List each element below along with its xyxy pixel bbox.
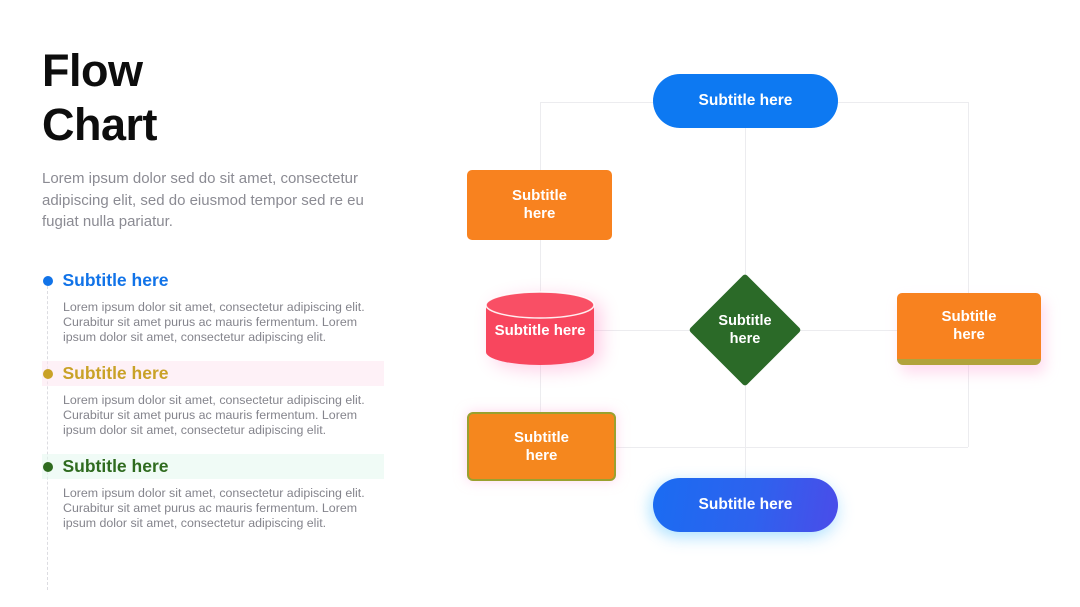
flow-node-left-rect: Subtitle here xyxy=(467,170,612,240)
node-label: Subtitle here xyxy=(494,322,586,339)
title-line-1: Flow xyxy=(42,45,143,96)
section-heading: Subtitle here xyxy=(42,268,384,293)
section-body: Lorem ipsum dolor sit amet, consectetur … xyxy=(63,300,365,344)
database-cylinder-shape xyxy=(485,291,595,365)
connector-line-vertical-right xyxy=(968,102,969,447)
connector-line-vertical-left xyxy=(540,102,541,447)
bullet-dot-gold xyxy=(42,368,53,379)
flow-node-bottom-pill: Subtitle here xyxy=(653,478,838,532)
intro-paragraph: Lorem ipsum dolor sed do sit amet, conse… xyxy=(42,170,364,230)
section-gold: Subtitle here Lorem ipsum dolor sit amet… xyxy=(42,361,384,437)
section-green: Subtitle here Lorem ipsum dolor sit amet… xyxy=(42,454,384,530)
section-heading: Subtitle here xyxy=(42,361,384,386)
section-heading: Subtitle here xyxy=(42,454,384,479)
section-blue: Subtitle here Lorem ipsum dolor sit amet… xyxy=(42,268,384,344)
flow-node-bordered-rect: Subtitle here xyxy=(467,412,616,481)
connector-line-horizontal-bottom xyxy=(540,447,968,448)
section-body: Lorem ipsum dolor sit amet, consectetur … xyxy=(63,486,365,530)
section-body: Lorem ipsum dolor sit amet, consectetur … xyxy=(63,393,365,437)
flow-node-right-rect: Subtitle here xyxy=(897,293,1041,365)
node-label: Subtitle here xyxy=(941,308,997,343)
bullet-dot-blue xyxy=(42,275,53,286)
bullet-timeline-dashed-line xyxy=(47,276,48,590)
node-label: Subtitle here xyxy=(698,496,793,513)
node-label: Subtitle here xyxy=(514,428,569,464)
bullet-dot-green xyxy=(42,461,53,472)
section-subtitle: Subtitle here xyxy=(62,456,169,476)
node-label: Subtitle here xyxy=(698,92,793,109)
node-label: Subtitle here xyxy=(718,313,772,347)
section-subtitle: Subtitle here xyxy=(62,270,169,290)
node-label: Subtitle here xyxy=(512,187,567,222)
section-subtitle: Subtitle here xyxy=(62,363,169,383)
title-line-2: Chart xyxy=(42,99,158,150)
flow-node-top-pill: Subtitle here xyxy=(653,74,838,128)
